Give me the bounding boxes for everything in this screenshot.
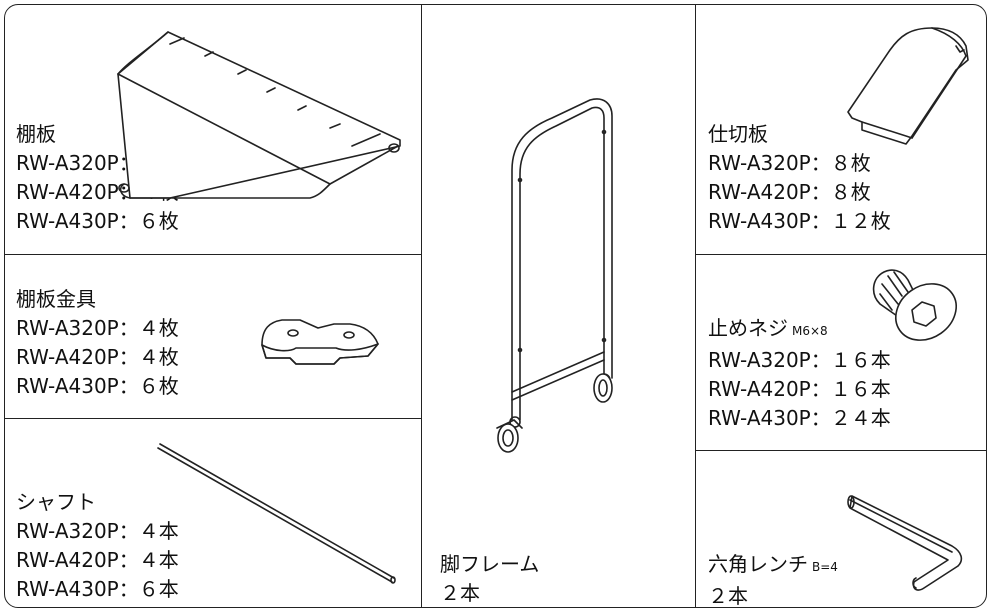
part-shelf-board: 棚板 RW-A320P：４枚 RW-A420P：４枚 RW-A430P：６枚	[16, 120, 179, 236]
quantity-line: RW-A420P：１６本	[708, 377, 891, 401]
part-name: 棚板金具	[16, 287, 96, 311]
quantity-line: ２本	[708, 584, 748, 608]
quantity-line: RW-A320P：８枚	[708, 151, 871, 175]
quantity-line: RW-A320P：４枚	[16, 316, 179, 340]
parts-list-frame	[4, 4, 987, 608]
quantity-line: RW-A430P：１２枚	[708, 209, 891, 233]
column-divider-left	[421, 5, 422, 607]
part-shelf-bracket: 棚板金具 RW-A320P：４枚 RW-A420P：４枚 RW-A430P：６枚	[16, 285, 179, 401]
part-shaft: シャフト RW-A320P：４本 RW-A420P：４本 RW-A430P：６本	[16, 488, 179, 604]
part-name: 棚板	[16, 122, 56, 146]
quantity-line: RW-A430P：６本	[16, 577, 179, 601]
row-divider-left-2	[5, 418, 421, 419]
part-spec: M6×8	[792, 324, 828, 338]
column-divider-right	[695, 5, 696, 607]
quantity-line: RW-A320P：４本	[16, 519, 179, 543]
row-divider-right-2	[695, 450, 986, 451]
quantity-line: RW-A430P：６枚	[16, 374, 179, 398]
row-divider-left-1	[5, 254, 421, 255]
part-partition: 仕切板 RW-A320P：８枚 RW-A420P：８枚 RW-A430P：１２枚	[708, 120, 891, 236]
quantity-line: ２本	[440, 581, 480, 605]
part-spec: B=4	[812, 560, 838, 574]
part-name: 脚フレーム	[440, 552, 540, 576]
part-name: 仕切板	[708, 122, 768, 146]
quantity-line: RW-A320P：１６本	[708, 348, 891, 372]
part-leg-frame: 脚フレーム ２本	[440, 550, 539, 608]
quantity-line: RW-A430P：６枚	[16, 209, 179, 233]
quantity-line: RW-A420P：８枚	[708, 180, 871, 204]
quantity-line: RW-A420P：４本	[16, 548, 179, 572]
quantity-line: RW-A430P：２４本	[708, 406, 891, 430]
part-name: シャフト	[16, 490, 96, 514]
quantity-line: RW-A420P：４枚	[16, 345, 179, 369]
row-divider-right-1	[695, 254, 986, 255]
